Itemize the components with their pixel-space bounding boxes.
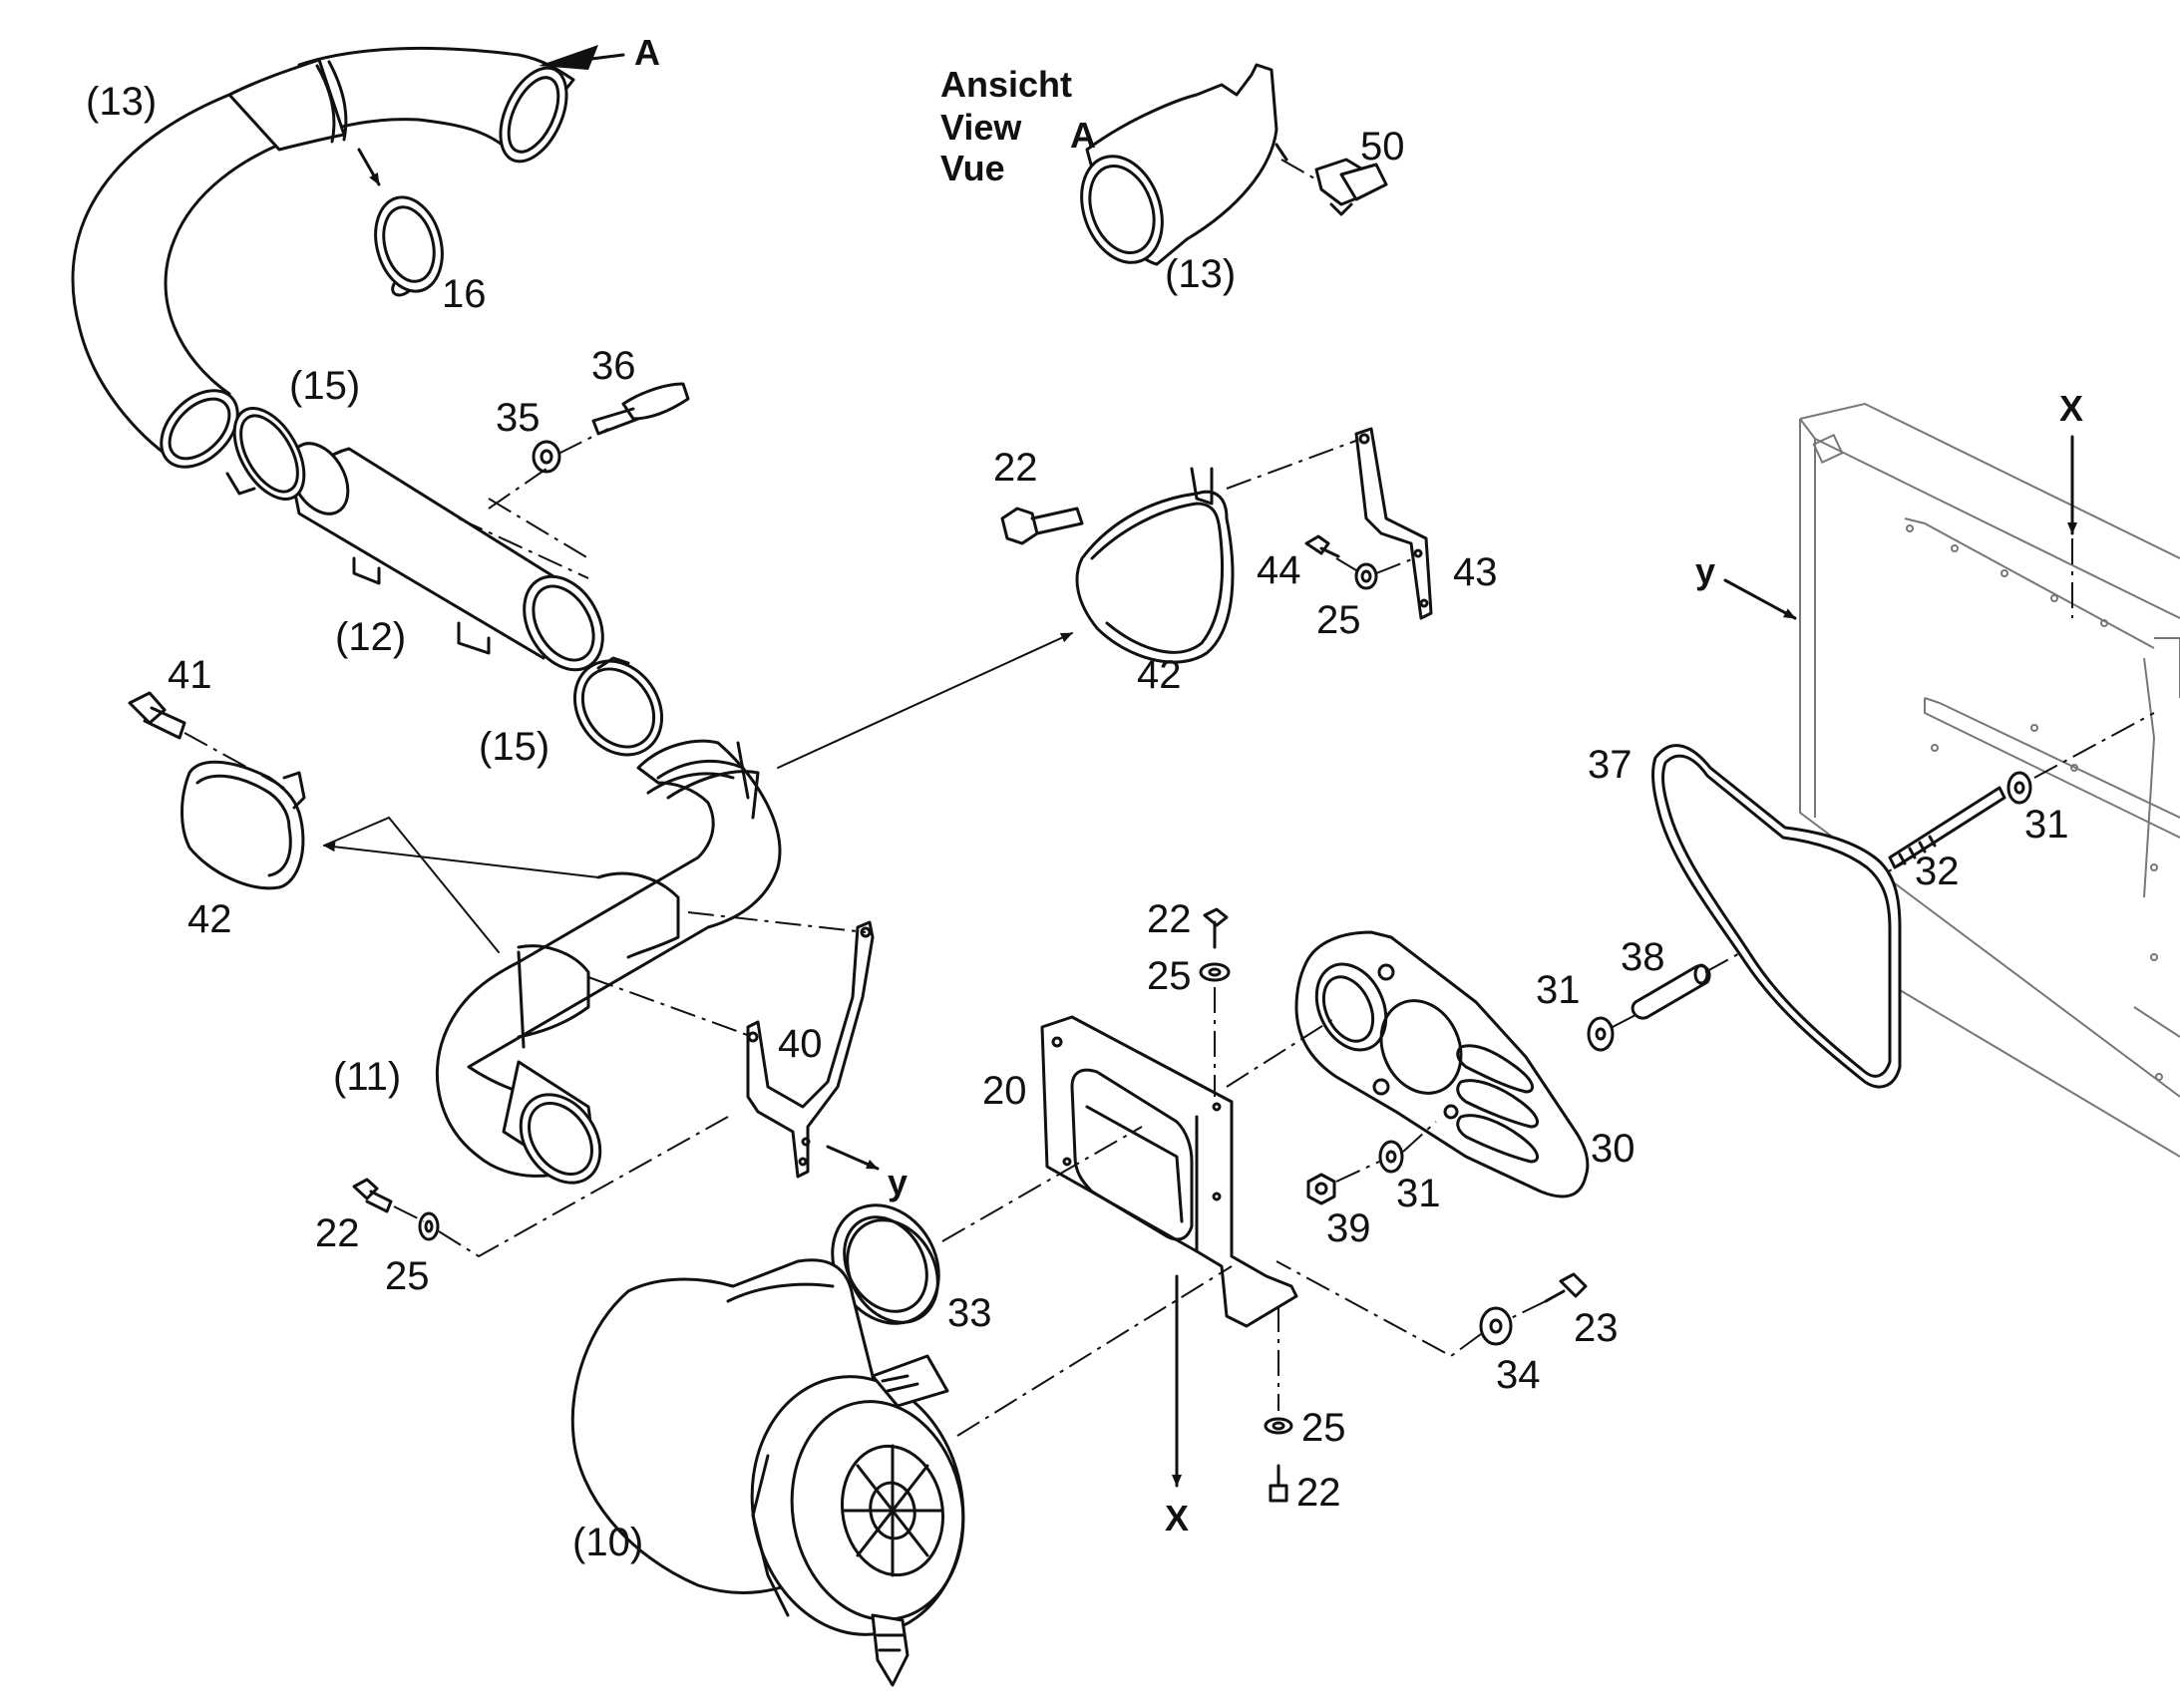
hose-clamp-15-upper [225, 406, 306, 502]
washer-35 [532, 440, 561, 474]
label-22-top: 22 [1147, 897, 1192, 941]
label-42-upper: 42 [1137, 653, 1182, 697]
label-15-lower: (15) [479, 725, 549, 769]
label-42-left: 42 [187, 897, 232, 941]
view-a-inset [1080, 63, 1388, 266]
label-13-view: (13) [1165, 252, 1236, 296]
washer-31-lower [1378, 1140, 1404, 1174]
label-31-lower: 31 [1396, 1172, 1441, 1215]
screw-44 [1304, 534, 1340, 558]
label-12: (12) [335, 615, 406, 659]
washer-34 [1479, 1306, 1513, 1346]
engine-frame [1799, 402, 2180, 1158]
mounting-bracket-20 [1040, 1015, 1298, 1328]
label-20: 20 [982, 1069, 1027, 1113]
bolt-41 [128, 691, 186, 740]
label-22-bottom: 22 [1296, 1471, 1341, 1515]
bolt-22-bottom [1269, 1464, 1288, 1503]
label-40: 40 [778, 1022, 823, 1066]
bolt-22-top [1203, 907, 1229, 949]
label-16: 16 [442, 272, 487, 316]
view-caption-line-3: Vue [940, 148, 1005, 188]
label-35: 35 [496, 396, 541, 440]
view-caption-line-1: Ansicht [940, 64, 1072, 105]
label-37: 37 [1588, 743, 1633, 787]
hose-clamp-15-lower [572, 656, 664, 757]
label-25-left: 25 [385, 1254, 430, 1298]
view-arrow-a [539, 45, 625, 70]
marker-a: A [634, 32, 660, 73]
label-13-main: (13) [86, 80, 157, 124]
washer-25-bottom [1264, 1417, 1293, 1435]
label-50: 50 [1360, 125, 1405, 169]
bolt-36 [591, 382, 690, 436]
arrow-to-16 [357, 148, 381, 186]
bracket-40 [746, 920, 875, 1179]
label-25-top: 25 [1147, 954, 1192, 998]
label-39: 39 [1326, 1206, 1371, 1250]
arrow-y-frame [1723, 578, 1797, 620]
label-31-upper: 31 [2024, 803, 2069, 847]
label-31-mid: 31 [1536, 968, 1581, 1012]
view-caption-line-2: View [940, 107, 1022, 148]
label-34: 34 [1496, 1353, 1541, 1397]
screw-23 [1544, 1272, 1588, 1303]
label-25-bottom: 25 [1301, 1406, 1346, 1450]
washer-25-upper [1354, 562, 1378, 590]
label-32: 32 [1915, 850, 1960, 893]
label-44: 44 [1257, 548, 1301, 592]
marker-y-lower: y [888, 1162, 908, 1202]
elbow-hose-13 [71, 46, 575, 469]
bracket-43 [1354, 427, 1433, 620]
bolt-22-upper [1000, 507, 1084, 545]
nut-39 [1306, 1173, 1336, 1205]
seal-37 [1651, 744, 1902, 1089]
label-30: 30 [1591, 1127, 1635, 1171]
label-38: 38 [1621, 935, 1665, 979]
label-36: 36 [591, 344, 636, 388]
washer-31-upper [2006, 771, 2032, 805]
washer-25-left [418, 1211, 440, 1241]
washer-25-top [1199, 962, 1231, 982]
stud-32 [1888, 786, 2006, 869]
strap-clamp-42-left [181, 760, 306, 890]
cover-30 [1294, 930, 1590, 1198]
washer-31-mid [1587, 1016, 1615, 1052]
label-11: (11) [333, 1055, 401, 1099]
label-10: (10) [572, 1521, 643, 1564]
marker-x-frame: X [2059, 388, 2083, 429]
sensor-50 [1314, 158, 1388, 216]
sleeve-38 [1631, 963, 1711, 1020]
label-23: 23 [1574, 1306, 1619, 1350]
label-33: 33 [947, 1291, 992, 1335]
bolt-22-left [352, 1178, 393, 1213]
label-22-bolt: 22 [993, 446, 1038, 490]
arrow-y-lower [826, 1145, 880, 1171]
label-25-upper: 25 [1316, 598, 1361, 642]
marker-x-bottom: X [1165, 1498, 1189, 1538]
label-22-left: 22 [315, 1211, 360, 1255]
marker-y-frame: y [1695, 550, 1715, 591]
view-caption: Ansicht View Vue A [940, 64, 1096, 188]
label-41: 41 [168, 653, 212, 697]
pipe-12 [288, 442, 604, 672]
hose-clamp-16 [374, 195, 444, 297]
view-caption-letter: A [1070, 115, 1096, 156]
label-43: 43 [1453, 550, 1498, 594]
label-15-upper: (15) [289, 364, 360, 408]
air-cleaner-10 [570, 1258, 965, 1687]
elbow-pipe-11 [436, 739, 782, 1185]
strap-clamp-42-upper [1075, 467, 1235, 664]
